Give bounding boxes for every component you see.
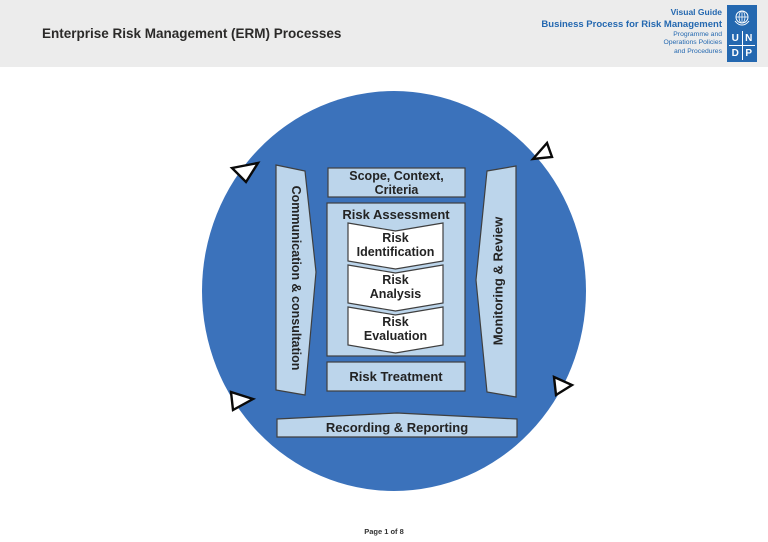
flow-arrow-top-right-icon: [530, 140, 554, 161]
popp-line-3: and Procedures: [674, 48, 722, 56]
risk-assessment-label: Risk Assessment: [342, 206, 450, 222]
risk-identification-line1: Risk: [382, 230, 409, 245]
identification-chevron-shape: [347, 222, 444, 270]
flow-arrow-bottom-left-icon: [229, 390, 257, 412]
undp-letter-grid: U N D P: [729, 31, 755, 60]
risk-identification-label: Risk Identification: [348, 227, 443, 263]
risk-analysis-label: Risk Analysis: [348, 269, 443, 305]
logo-letter-p: P: [742, 46, 755, 60]
page-number: Page 1 of 8: [364, 527, 404, 536]
communication-bar-shape: [275, 164, 317, 396]
treatment-box-shape: [326, 361, 466, 392]
flow-arrow-bottom-right-icon: [552, 375, 575, 398]
page-header: [0, 0, 768, 67]
un-emblem-icon: [727, 7, 757, 29]
flow-arrow-top-left-icon: [229, 161, 261, 184]
risk-analysis-line1: Risk: [382, 272, 409, 287]
page-title: Enterprise Risk Management (ERM) Process…: [42, 26, 342, 41]
popp-line-1: Programme and: [673, 30, 722, 38]
undp-logo: U N D P: [727, 5, 757, 62]
logo-letter-u: U: [729, 31, 742, 45]
risk-analysis-line2: Analysis: [369, 287, 422, 301]
analysis-chevron-shape: [347, 264, 444, 312]
risk-evaluation-label: Risk Evaluation: [348, 311, 443, 347]
recording-box-shape: [276, 412, 518, 438]
recording-reporting-label: Recording & Reporting: [325, 420, 469, 435]
header-right-block: Visual Guide Business Process for Risk M…: [462, 7, 722, 57]
visual-guide-label: Visual Guide: [670, 7, 722, 17]
scope-box-shape: [327, 167, 466, 198]
popp-line-2: Operations Policies: [663, 39, 722, 47]
risk-treatment-label: Risk Treatment: [349, 369, 443, 384]
logo-letter-n: N: [742, 31, 755, 45]
scope-context-criteria-label: Scope, Context, Criteria: [349, 168, 444, 197]
risk-evaluation-line2: Evaluation: [363, 329, 428, 343]
risk-evaluation-line1: Risk: [382, 314, 409, 329]
monitoring-bar-shape: [475, 165, 517, 398]
logo-letter-d: D: [729, 46, 742, 60]
communication-consultation-label: Communication & consultation: [289, 185, 303, 371]
monitoring-review-label: Monitoring & Review: [490, 216, 506, 346]
business-process-label: Business Process for Risk Management: [541, 18, 722, 30]
risk-identification-line2: Identification: [356, 245, 435, 259]
evaluation-chevron-shape: [347, 306, 444, 354]
